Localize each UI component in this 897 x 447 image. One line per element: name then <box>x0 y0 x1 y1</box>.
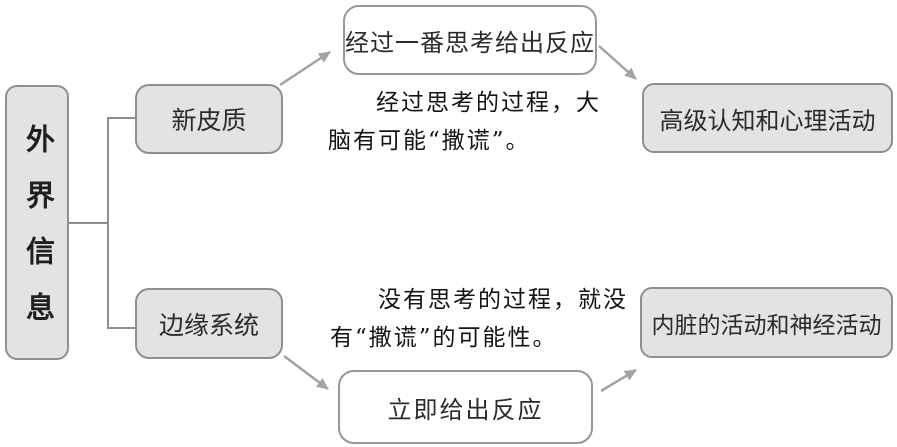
root-box-label: 外界信息 <box>21 124 54 348</box>
result-box-higher-cognition: 高级认知和心理活动 <box>642 83 893 153</box>
result-box-visceral-activity-label: 内脏的活动和神经活动 <box>651 311 882 338</box>
process-box-immediate-response-label: 立即给出反应 <box>387 396 544 424</box>
annotation-line: 经过思考的过程，大 <box>376 90 601 116</box>
bracket-connector <box>69 117 135 329</box>
process-box-thoughtful-response-label: 经过一番思考给出反应 <box>345 29 595 57</box>
process-box-immediate-response: 立即给出反应 <box>338 370 593 444</box>
arrow-neocortex-to-process <box>279 50 331 87</box>
annotation-line: 没有思考的过程，就没 <box>378 287 628 313</box>
branch-box-neocortex: 新皮质 <box>135 84 283 154</box>
result-box-higher-cognition-label: 高级认知和心理活动 <box>659 107 876 135</box>
annotation-line: 有“撒谎”的可能性。 <box>330 325 558 351</box>
arrow-immediate-to-visceral <box>600 368 637 393</box>
result-box-visceral-activity: 内脏的活动和神经活动 <box>640 287 893 358</box>
annotation-no-thinking-no-lie: 没有思考的过程，就没 有“撒谎”的可能性。 <box>330 281 628 357</box>
annotation-line: 脑有可能“撒谎”。 <box>328 128 531 154</box>
branch-box-limbic-system-label: 边缘系统 <box>158 311 259 340</box>
branch-box-limbic-system: 边缘系统 <box>135 288 283 359</box>
annotation-thinking-may-lie: 经过思考的过程，大 脑有可能“撒谎”。 <box>328 84 620 160</box>
root-box-external-information: 外界信息 <box>5 85 69 360</box>
branch-box-neocortex-label: 新皮质 <box>171 107 247 135</box>
process-box-thoughtful-response: 经过一番思考给出反应 <box>343 5 597 75</box>
arrow-limbic-to-immediate <box>283 355 329 390</box>
arrow-process-to-cognition <box>598 45 637 80</box>
